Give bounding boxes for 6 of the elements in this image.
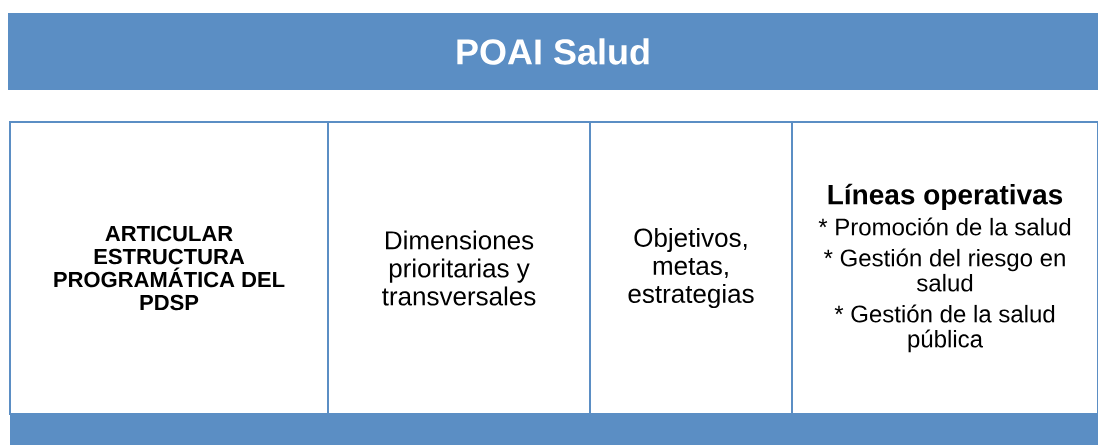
title-banner: POAI Salud	[8, 13, 1098, 90]
table-cell: Objetivos, metas, estrategias	[589, 121, 793, 415]
table-cell: Líneas operativas * Promoción de la salud * Gestión del riesgo en salud * Gestión de la salud pública	[791, 121, 1098, 415]
table-cell: Dimensiones prioritarias y transversales	[327, 121, 591, 415]
footer-bar	[10, 414, 1098, 445]
table-cell: ARTICULAR ESTRUCTURA PROGRAMÁTICA DEL PDSP	[9, 121, 329, 415]
